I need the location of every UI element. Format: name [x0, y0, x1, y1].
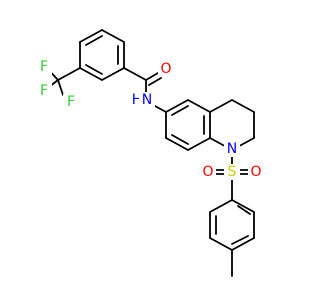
bond [148, 77, 162, 86]
bond [171, 105, 189, 116]
bond [85, 35, 103, 46]
bond [79, 67, 103, 81]
bond [231, 235, 249, 245]
fluorine-label-3: F [67, 94, 75, 110]
bond [209, 237, 233, 251]
bond [85, 64, 103, 75]
amide-nitrogen-label: N [142, 92, 152, 108]
bond [209, 199, 233, 213]
bond [154, 105, 167, 113]
sulfonyl-oxygen-right-label: O [250, 164, 261, 180]
chemical-structure: F F F O H N N S O O [36, 29, 264, 277]
bond [231, 99, 255, 113]
hydrogen-label: H [132, 92, 143, 108]
bond [231, 237, 255, 251]
fluorine-label-1: F [40, 59, 48, 75]
bond [57, 67, 81, 81]
bond [57, 79, 64, 96]
bond [101, 29, 125, 43]
sulfur-label: S [228, 164, 237, 180]
carbonyl-oxygen-label: O [160, 61, 171, 77]
bond [187, 137, 211, 151]
bond [171, 134, 189, 145]
bond [123, 67, 147, 81]
bond [165, 99, 189, 113]
bond [237, 205, 251, 215]
sulfonyl-oxygen-left-label: O [202, 164, 213, 180]
ring-nitrogen-label: N [227, 141, 237, 157]
bond [79, 29, 103, 43]
bond [101, 67, 125, 81]
atom-labels: F F F O H N N S O O [36, 59, 264, 180]
bond [145, 72, 159, 81]
bond [231, 199, 255, 213]
bond [165, 137, 189, 151]
bond [209, 99, 233, 113]
bonds [44, 29, 255, 277]
fluorine-label-2: F [40, 83, 48, 99]
bond [187, 99, 211, 113]
